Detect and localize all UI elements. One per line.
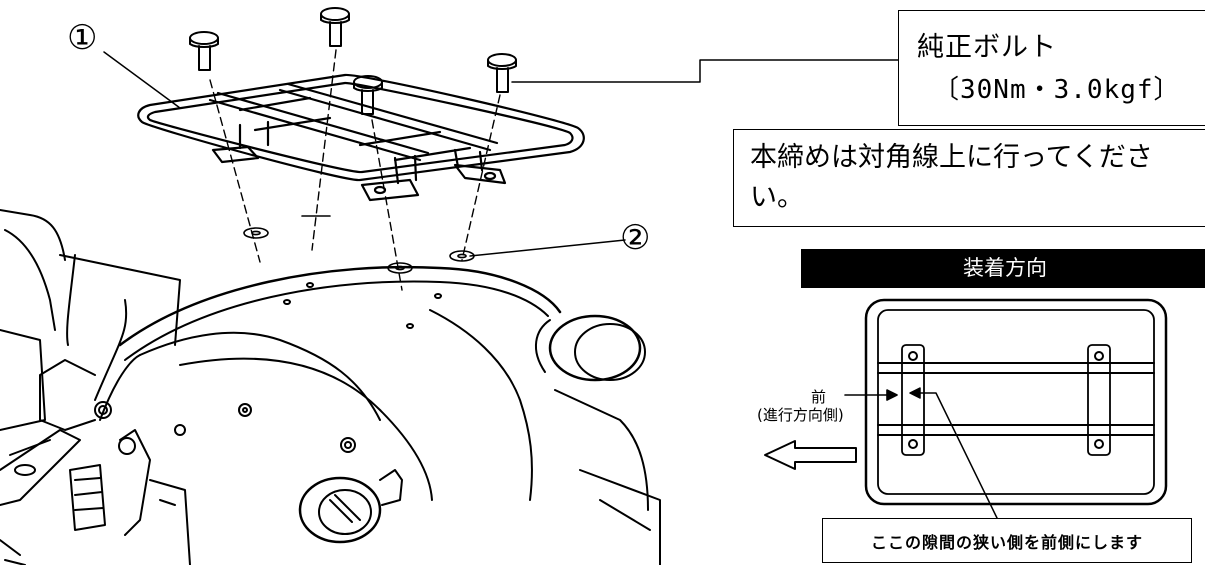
callout-1-leader xyxy=(103,51,181,109)
front-label: 前 xyxy=(811,388,827,406)
luggage-rack xyxy=(137,73,585,202)
bolt-torque-spec: 〔30Nm・3.0kgf〕 xyxy=(933,75,1181,105)
motorcycle-rear-fender xyxy=(0,209,661,565)
front-sub-label: (進行方向側) xyxy=(757,406,844,424)
rack-top-view xyxy=(864,298,1168,506)
bolt-name: 純正ボルト xyxy=(917,32,1057,63)
advice-box: ここの隙間の狭い側を前側にします xyxy=(822,518,1192,563)
bolt-icon xyxy=(189,7,517,115)
front-pointer-arrow xyxy=(844,389,898,401)
tightening-note-box: 本締めは対角線上に行ってください。 xyxy=(733,129,1205,227)
advice-leader xyxy=(909,387,998,519)
callout-2: ② xyxy=(620,218,651,258)
bolt-info-box: 純正ボルト 〔30Nm・3.0kgf〕 xyxy=(898,10,1205,126)
bolt-box-leader xyxy=(511,59,899,83)
washer-icon xyxy=(243,215,475,274)
tightening-note: 本締めは対角線上に行ってください。 xyxy=(750,142,1153,213)
callout-1: ① xyxy=(67,18,98,58)
callout-2-leader xyxy=(469,239,626,257)
direction-heading: 装着方向 xyxy=(801,249,1205,288)
advice-text: ここの隙間の狭い側を前側にします xyxy=(870,533,1143,552)
travel-direction-arrow xyxy=(764,440,857,470)
